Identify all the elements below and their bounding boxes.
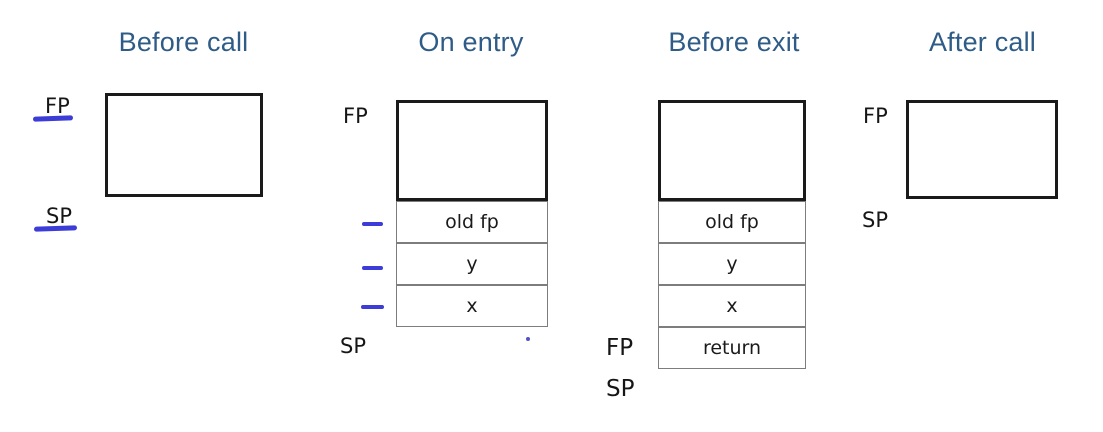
frame-box-after-call: [906, 100, 1058, 199]
stack-cell-label: x: [726, 294, 738, 317]
panel-title-on-entry: On entry: [418, 27, 524, 57]
ink-dash-y-on-entry: [362, 266, 383, 270]
stack-cell-label: old fp: [445, 210, 499, 233]
panel-title-before-call: Before call: [118, 27, 249, 57]
ink-dash-x-on-entry: [361, 305, 384, 309]
stack-cell-label: return: [702, 336, 762, 359]
stack-cell-old-fp-on-entry: old fp: [396, 201, 548, 243]
stack-cell-x-on-entry: x: [396, 285, 548, 327]
stack-cell-label: y: [726, 252, 738, 275]
pointer-label-sp-before-exit: SP: [606, 376, 635, 402]
pointer-label-sp-before-call: SP: [46, 204, 72, 228]
stack-cell-label: x: [466, 294, 478, 317]
stack-cell-label: y: [466, 252, 478, 275]
stack-cell-label: old fp: [705, 210, 759, 233]
pointer-label-sp-on-entry: SP: [340, 334, 366, 358]
stack-cell-x-before-exit: x: [658, 285, 806, 327]
panel-title-after-call: After call: [928, 27, 1037, 57]
ink-underline-sp-before-call: [33, 225, 78, 232]
ink-dash-old-fp-on-entry: [362, 222, 383, 226]
ink-underline-fp-before-call: [32, 115, 74, 122]
stack-cell-return-before-exit: return: [658, 327, 806, 369]
pointer-label-fp-after-call: FP: [863, 104, 888, 128]
stack-cell-y-on-entry: y: [396, 243, 548, 285]
stack-cell-old-fp-before-exit: old fp: [658, 201, 806, 243]
pointer-label-fp-on-entry: FP: [343, 104, 368, 128]
frame-box-before-call: [105, 93, 263, 197]
stack-cell-y-before-exit: y: [658, 243, 806, 285]
pointer-label-fp-before-exit: FP: [606, 335, 634, 361]
frame-box-before-exit: [658, 100, 806, 201]
pointer-label-sp-after-call: SP: [862, 208, 888, 232]
pointer-label-fp-before-call: FP: [45, 94, 70, 118]
frame-box-on-entry: [396, 100, 548, 201]
ink-dot-on-entry: [526, 337, 530, 341]
panel-title-before-exit: Before exit: [668, 27, 800, 57]
